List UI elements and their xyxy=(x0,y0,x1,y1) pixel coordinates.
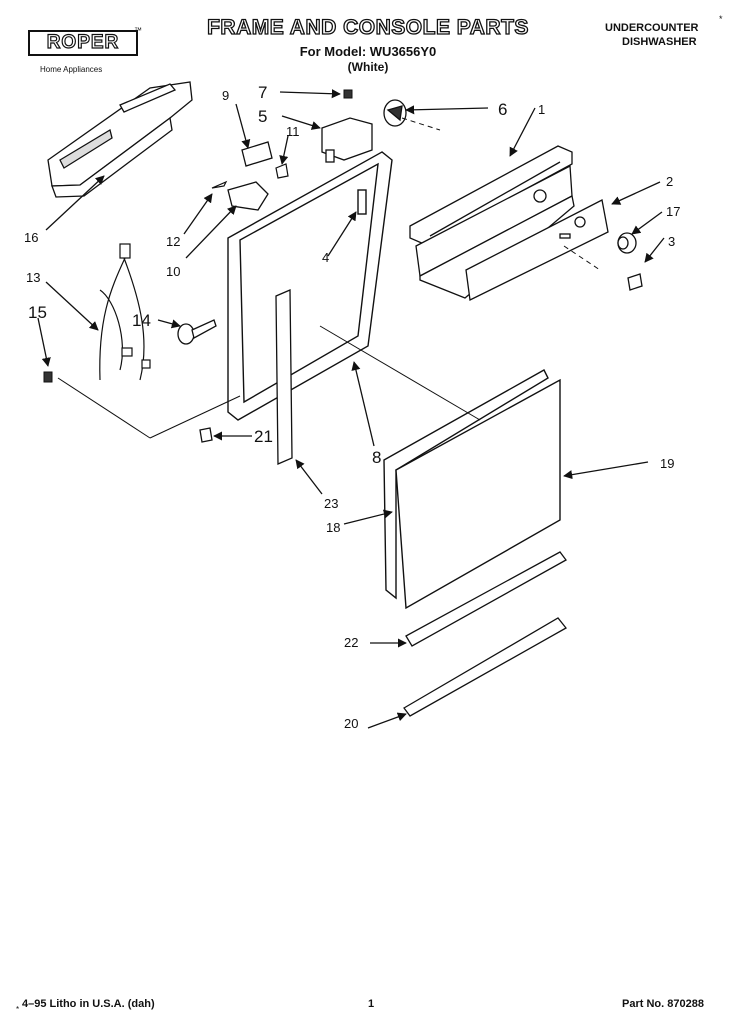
callout-15: 15 xyxy=(28,303,47,322)
part-door-switch xyxy=(321,117,373,163)
part-control-overlay xyxy=(465,189,609,301)
callout-23: 23 xyxy=(324,496,338,511)
callout-14: 14 xyxy=(132,311,151,330)
callout-4: 4 xyxy=(322,250,329,265)
callout-13: 13 xyxy=(26,270,40,285)
part-switch-9 xyxy=(241,141,273,167)
part-bracket-10 xyxy=(227,181,269,211)
callout-arrows xyxy=(37,89,665,729)
callout-20: 20 xyxy=(344,716,358,731)
product-type-line2: DISHWASHER xyxy=(622,36,697,48)
corner-mark: * xyxy=(719,14,723,24)
part-screw-7 xyxy=(343,89,353,99)
part-trim-22 xyxy=(405,551,567,647)
callout-5: 5 xyxy=(258,107,267,126)
brand-trademark: ™ xyxy=(134,26,142,35)
part-door-panel xyxy=(383,369,561,610)
part-push-button xyxy=(627,273,643,291)
part-latch-handle xyxy=(383,99,407,127)
part-door-frame xyxy=(227,151,393,421)
callout-10: 10 xyxy=(166,264,180,279)
footer-mark: * xyxy=(16,1005,20,1014)
product-type-line1: UNDERCOUNTER xyxy=(605,22,699,34)
callout-21: 21 xyxy=(254,427,273,446)
brand-subtitle: Home Appliances xyxy=(40,65,103,74)
callout-6: 6 xyxy=(498,100,507,119)
part-clip-21 xyxy=(199,427,213,443)
callout-12: 12 xyxy=(166,234,180,249)
callout-9: 9 xyxy=(222,88,229,103)
part-screw-15 xyxy=(43,371,53,383)
footer-part-number: Part No. 870288 xyxy=(622,998,704,1010)
part-thermostat xyxy=(177,319,217,345)
part-knob xyxy=(617,232,637,254)
brand-logo: ROPER xyxy=(28,30,138,56)
callout-19: 19 xyxy=(660,456,674,471)
callout-1: 1 xyxy=(538,102,545,117)
callout-labels: 1 2 3 4 5 6 7 8 9 10 11 12 13 14 15 16 1… xyxy=(24,83,680,731)
footer-page-number: 1 xyxy=(368,998,375,1010)
part-trim-20 xyxy=(403,617,567,717)
part-clip-12 xyxy=(211,180,228,189)
callout-18: 18 xyxy=(326,520,340,535)
callout-2: 2 xyxy=(666,174,673,189)
model-line: For Model: WU3656Y0 xyxy=(299,44,437,59)
callout-7: 7 xyxy=(258,83,267,102)
color-line: (White) xyxy=(347,60,389,74)
callout-11: 11 xyxy=(286,124,300,139)
callout-16: 16 xyxy=(24,230,38,245)
callout-8: 8 xyxy=(372,448,381,467)
page-title: FRAME AND CONSOLE PARTS xyxy=(206,15,529,39)
part-wire-harness xyxy=(99,243,151,381)
part-spring-11 xyxy=(275,163,289,179)
leader-lines xyxy=(57,117,601,439)
part-console-cover xyxy=(47,81,193,198)
callout-3: 3 xyxy=(668,234,675,249)
part-console-panel xyxy=(409,145,575,299)
callout-22: 22 xyxy=(344,635,358,650)
part-gasket-strip xyxy=(275,289,293,465)
callout-17: 17 xyxy=(666,204,680,219)
footer-litho: 4–95 Litho in U.S.A. (dah) xyxy=(22,998,155,1010)
